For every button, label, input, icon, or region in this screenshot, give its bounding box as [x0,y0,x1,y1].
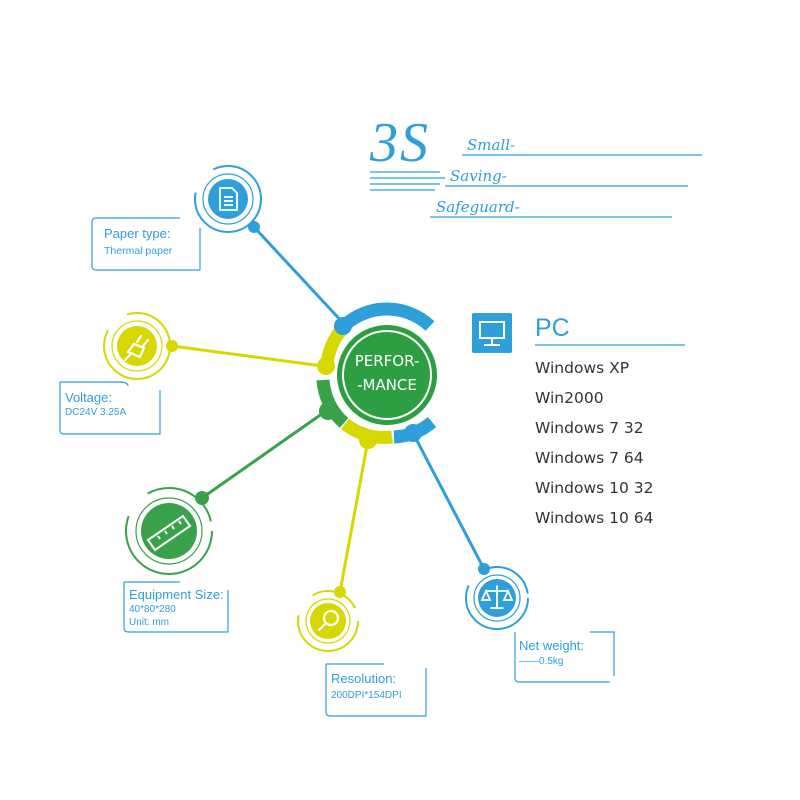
header-3s: 3S [370,112,430,174]
pc-os-item: Win2000 [535,389,604,407]
voltage-value: DC24V 3.25A [65,407,127,418]
ruler-icon [146,514,192,552]
magnifier-icon [317,609,340,632]
resolution-node [297,590,359,652]
size-label: Equipment Size: 40*80*280 Unit: mm [129,587,224,629]
center-line1: PERFOR- [354,352,420,370]
tagline-saving: Saving- [450,167,507,185]
size-node [125,487,213,575]
tagline-safeguard: Safeguard- [436,198,520,216]
tagline-small: Small- [467,136,516,154]
resolution-title: Resolution: [331,671,397,686]
header-lines [370,154,702,218]
paper-value: Thermal paper [104,245,173,257]
voltage-label: Voltage: DC24V 3.25A [65,390,126,420]
paper-label: Paper type: Thermal paper [104,226,172,258]
pc-os-list: Windows XP Win2000 Windows 7 32 Windows … [535,358,654,538]
pc-title: PC [535,314,570,342]
weight-label: Net weight: ——0.5kg [519,638,584,669]
center-hub [316,302,442,449]
center-label: PERFOR- -MANCE [337,349,437,397]
paper-title: Paper type: [104,226,171,241]
weight-title: Net weight: [519,638,585,653]
pc-os-item: Windows 10 32 [535,479,654,497]
pc-os-item: Windows 7 32 [535,419,644,437]
pc-os-item: Windows 7 64 [535,449,644,467]
plug-icon [123,334,150,362]
resolution-label: Resolution: 200DPI*154DPI [331,671,402,703]
size-title: Equipment Size: [129,587,224,602]
resolution-value: 200DPI*154DPI [331,690,402,701]
paper-node [194,165,262,233]
scale-icon [480,585,514,609]
weight-node [465,566,529,630]
document-icon [219,187,238,211]
weight-value: ——0.5kg [519,656,564,667]
center-line2: -MANCE [357,376,417,394]
pc-os-item: Windows 10 64 [535,509,654,527]
voltage-node [103,312,171,380]
label-frames [59,217,615,717]
size-value2: Unit: mm [129,616,169,628]
connectors [171,225,486,593]
pc-os-item: Windows XP [535,359,630,377]
monitor-icon [472,313,512,353]
voltage-title: Voltage: [65,390,112,405]
size-value1: 40*80*280 [129,604,176,615]
